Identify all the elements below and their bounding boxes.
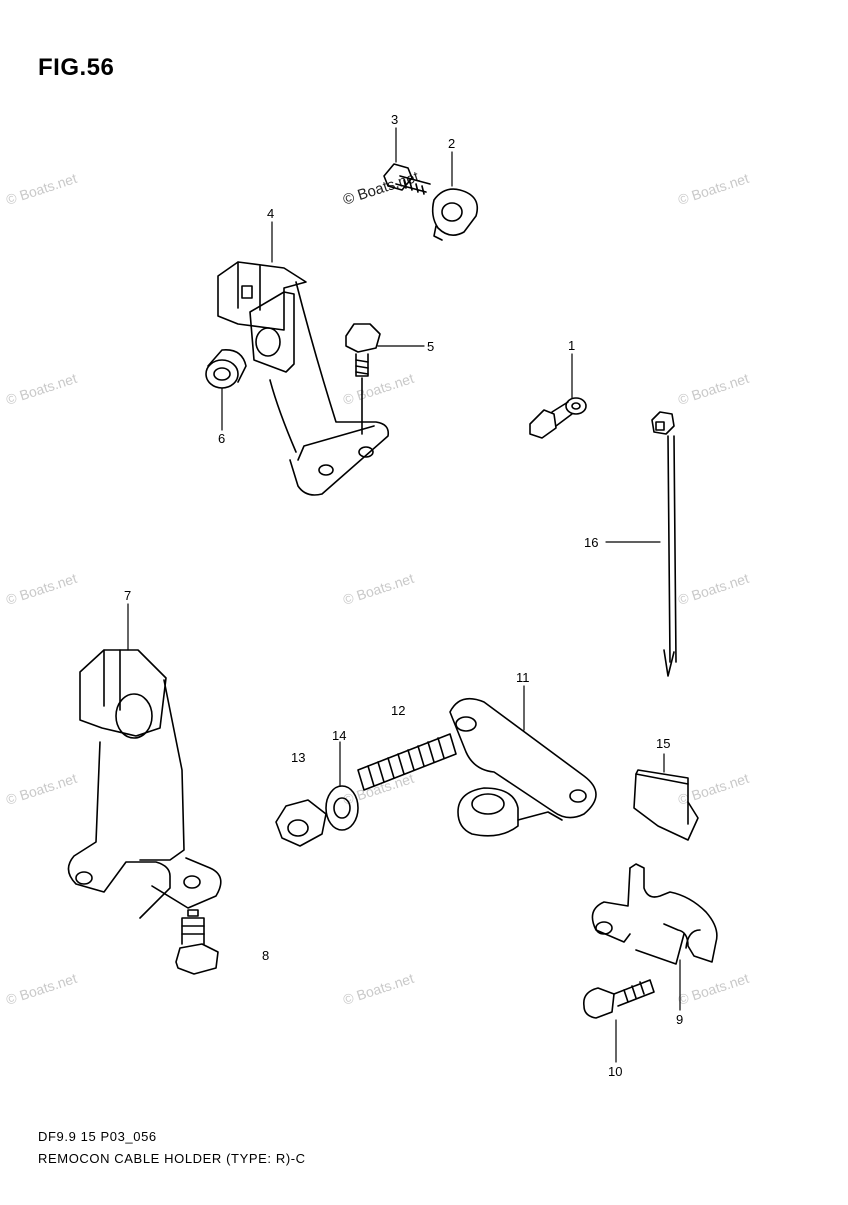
callout-5: 5: [427, 339, 434, 354]
watermark: © Boats.net: [341, 370, 416, 408]
part-3-bolt: [383, 163, 431, 195]
watermark: © Boats.net: [341, 770, 416, 808]
watermark: © Boats.net: [4, 770, 79, 808]
figure-code: DF9.9 15 P03_056: [38, 1129, 157, 1144]
watermark: © Boats.net: [4, 170, 79, 208]
callout-15: 15: [656, 736, 670, 751]
part-2-clamp: [431, 188, 479, 241]
callout-10: 10: [608, 1064, 622, 1079]
watermarks: © Boats.net © Boats.net © Boats.net © Bo…: [4, 168, 751, 1008]
callout-4: 4: [267, 206, 274, 221]
watermark: © Boats.net: [676, 570, 751, 608]
callouts: 1 2 3 4 5 6 7 8 9 10 11 12 13 14 15 16: [124, 112, 683, 1079]
watermark: © Boats.net: [676, 970, 751, 1008]
part-12-stud: [357, 733, 457, 791]
watermark: © Boats.net: [341, 570, 416, 608]
watermark: © Boats.net: [4, 370, 79, 408]
part-16-cable-tie: [651, 411, 677, 677]
callout-9: 9: [676, 1012, 683, 1027]
part-11-plate: [449, 697, 597, 837]
callout-13: 13: [291, 750, 305, 765]
callout-7: 7: [124, 588, 131, 603]
figure-title: FIG.56: [38, 54, 115, 81]
watermark: © Boats.net: [4, 570, 79, 608]
callout-2: 2: [448, 136, 455, 151]
watermark: © Boats.net: [341, 970, 416, 1008]
part-6-grommet: [205, 349, 247, 389]
part-13-nut: [275, 799, 327, 847]
figure-caption: REMOCON CABLE HOLDER (TYPE: R)-C: [38, 1151, 306, 1166]
part-5-bolt: [345, 323, 381, 435]
callout-16: 16: [584, 535, 598, 550]
part-14-washer: [325, 785, 359, 831]
part-1-cable-end: [529, 397, 587, 439]
callout-1: 1: [568, 338, 575, 353]
watermark: © Boats.net: [4, 970, 79, 1008]
callout-3: 3: [391, 112, 398, 127]
part-10-bolt: [582, 979, 655, 1019]
part-15-clip: [633, 769, 699, 841]
callout-6: 6: [218, 431, 225, 446]
callout-11: 11: [516, 670, 530, 685]
callout-8: 8: [262, 948, 269, 963]
callout-12: 12: [391, 703, 405, 718]
part-9-bracket: [591, 863, 718, 965]
part-8-bolt: [175, 909, 219, 975]
part-4-bracket: [217, 261, 390, 496]
part-7-bracket: [67, 649, 222, 919]
callout-14: 14: [332, 728, 346, 743]
watermark: © Boats.net: [676, 370, 751, 408]
leader-lines: [127, 127, 681, 1063]
watermark: © Boats.net: [676, 170, 751, 208]
